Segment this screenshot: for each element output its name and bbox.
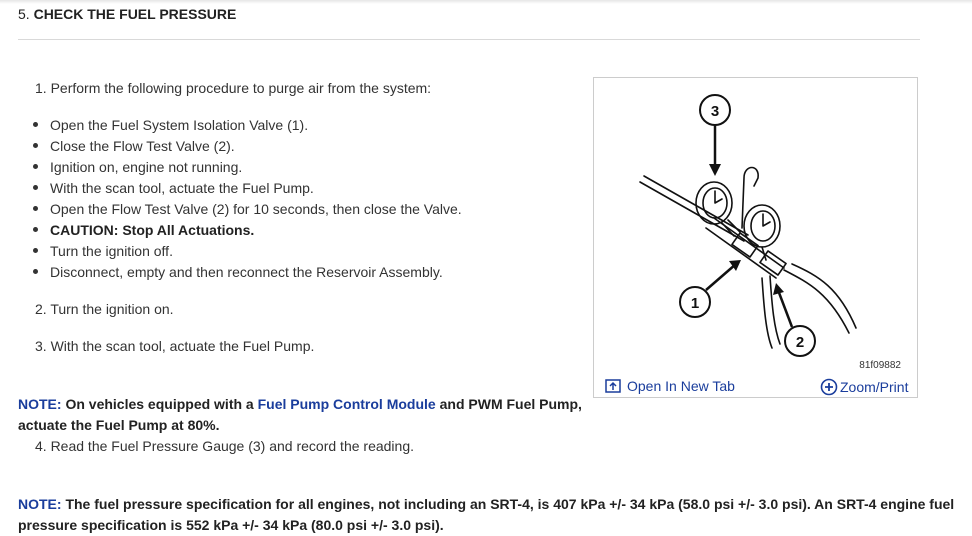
note-pressure-spec: NOTE: The fuel pressure specification fo… (18, 494, 954, 536)
list-item: Open the Fuel System Isolation Valve (1)… (32, 116, 462, 137)
section-number: 5. (18, 6, 30, 22)
figure-panel: 3 1 2 81f09882 Open In New Tab Zoom/Prin… (593, 77, 918, 398)
section-divider (18, 39, 920, 40)
list-item-caution: CAUTION: Stop All Actuations. (32, 221, 462, 242)
list-item: Disconnect, empty and then reconnect the… (32, 263, 462, 284)
zoom-print-link[interactable]: Zoom/Print (820, 378, 908, 396)
step-1: 1. Perform the following procedure to pu… (35, 80, 432, 96)
section-heading: 5. CHECK THE FUEL PRESSURE (18, 6, 236, 22)
note-text-line2: actuate the Fuel Pump at 80%. (18, 417, 220, 433)
note-text: and PWM Fuel Pump, (439, 396, 582, 412)
top-shadow (0, 0, 972, 4)
purge-procedure-list: Open the Fuel System Isolation Valve (1)… (32, 116, 462, 284)
open-in-new-tab-link[interactable]: Open In New Tab (605, 378, 735, 394)
callout-2-label: 2 (796, 334, 804, 351)
step-4: 4. Read the Fuel Pressure Gauge (3) and … (35, 438, 414, 454)
list-item: Open the Flow Test Valve (2) for 10 seco… (32, 200, 462, 221)
fuel-pump-control-module-link[interactable]: Fuel Pump Control Module (257, 396, 436, 412)
callout-1-label: 1 (691, 295, 699, 312)
step-3: 3. With the scan tool, actuate the Fuel … (35, 338, 315, 354)
figure-id: 81f09882 (859, 360, 901, 371)
list-item: Close the Flow Test Valve (2). (32, 137, 462, 158)
note-text-line2: pressure specification is 552 kPa +/- 34… (18, 517, 444, 533)
callout-3-label: 3 (711, 103, 719, 120)
note-fuel-pump-module: NOTE: On vehicles equipped with a Fuel P… (18, 394, 582, 436)
list-item: Turn the ignition off. (32, 242, 462, 263)
note-text: On vehicles equipped with a (65, 396, 254, 412)
zoom-plus-icon (820, 378, 838, 396)
zoom-print-label: Zoom/Print (840, 379, 909, 395)
note-label: NOTE: (18, 496, 62, 512)
section-title: CHECK THE FUEL PRESSURE (33, 6, 237, 22)
step-2: 2. Turn the ignition on. (35, 301, 174, 317)
note-label: NOTE: (18, 396, 62, 412)
fuel-pressure-gauge-illustration: 3 1 2 (639, 94, 857, 357)
list-item: Ignition on, engine not running. (32, 158, 462, 179)
list-item: With the scan tool, actuate the Fuel Pum… (32, 179, 462, 200)
open-in-new-tab-label: Open In New Tab (627, 378, 735, 394)
note-text: The fuel pressure specification for all … (65, 496, 955, 512)
open-new-tab-icon (605, 379, 621, 393)
